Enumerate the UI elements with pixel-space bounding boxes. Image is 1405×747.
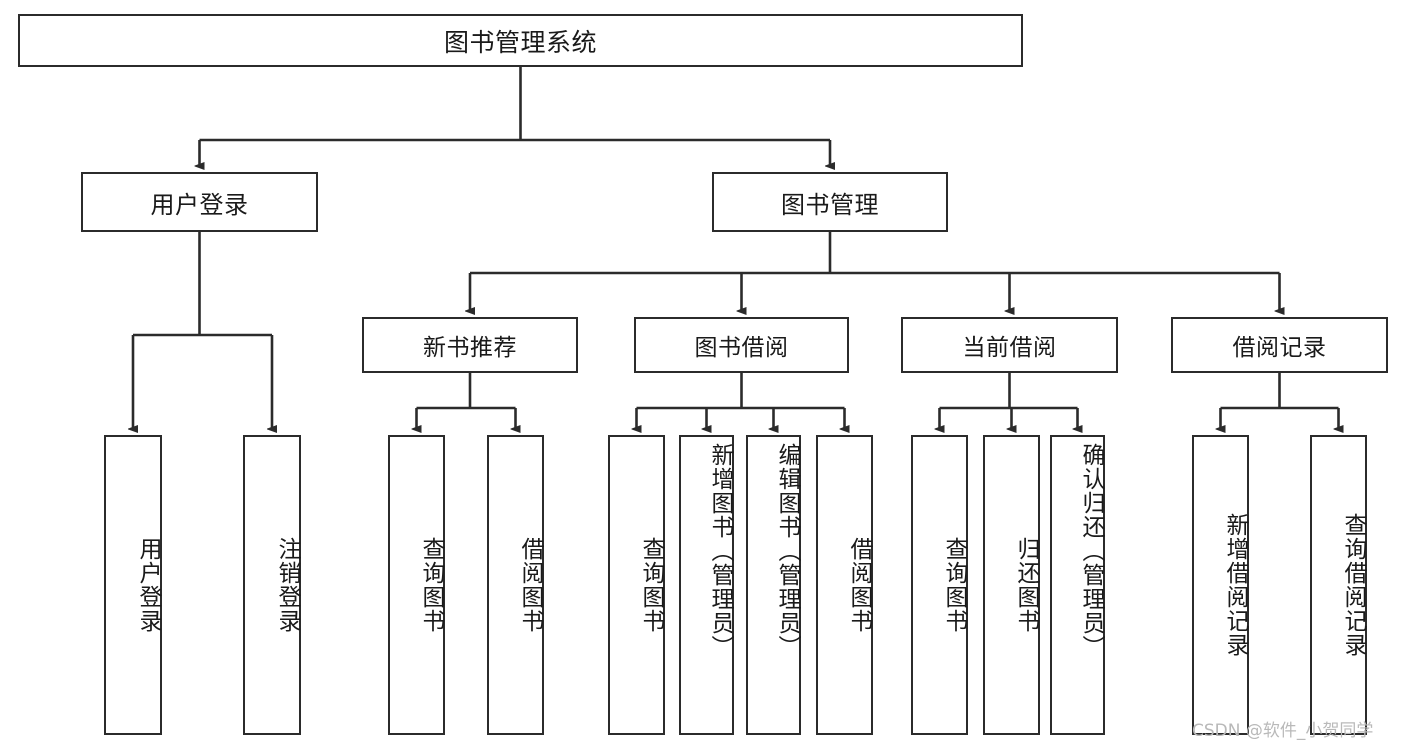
node-leaf-borrow-book-1[interactable]: 借阅图书 [487, 435, 544, 735]
node-root[interactable]: 图书管理系统 [18, 14, 1023, 67]
csdn-watermark: CSDN @软件_小贺同学 [1192, 721, 1374, 741]
node-leaf-query-book-3[interactable]: 查询图书 [911, 435, 968, 735]
node-leaf-query-book-1-label: 查询图书 [418, 537, 444, 633]
node-current-borrow-label: 当前借阅 [962, 335, 1057, 361]
node-leaf-query-book-3-label: 查询图书 [941, 537, 967, 633]
node-new-book-rec-label: 新书推荐 [423, 335, 517, 361]
node-leaf-add-book[interactable]: 新增图书（管理员） [679, 435, 734, 735]
node-book-borrow[interactable]: 图书借阅 [634, 317, 849, 373]
node-leaf-add-record-label: 新增借阅记录 [1222, 513, 1248, 657]
node-leaf-add-book-label: 新增图书（管理员） [707, 443, 733, 659]
node-book-manage[interactable]: 图书管理 [712, 172, 948, 232]
node-borrow-record-label: 借阅记录 [1232, 335, 1327, 361]
node-book-borrow-label: 图书借阅 [694, 335, 789, 361]
node-user-login-label: 用户登录 [150, 190, 249, 219]
node-leaf-confirm-return-label: 确认归还（管理员） [1078, 443, 1104, 659]
node-leaf-return-book-label: 归还图书 [1013, 537, 1039, 633]
node-leaf-edit-book-label: 编辑图书（管理员） [774, 443, 800, 659]
node-current-borrow[interactable]: 当前借阅 [901, 317, 1118, 373]
node-leaf-user-login[interactable]: 用户登录 [104, 435, 162, 735]
node-leaf-query-book-1[interactable]: 查询图书 [388, 435, 445, 735]
node-leaf-borrow-book-2[interactable]: 借阅图书 [816, 435, 873, 735]
node-leaf-user-logout[interactable]: 注销登录 [243, 435, 301, 735]
node-borrow-record[interactable]: 借阅记录 [1171, 317, 1388, 373]
node-leaf-borrow-book-2-label: 借阅图书 [846, 537, 872, 633]
node-leaf-add-record[interactable]: 新增借阅记录 [1192, 435, 1249, 735]
node-leaf-edit-book[interactable]: 编辑图书（管理员） [746, 435, 801, 735]
node-new-book-rec[interactable]: 新书推荐 [362, 317, 578, 373]
node-leaf-query-record[interactable]: 查询借阅记录 [1310, 435, 1367, 735]
node-leaf-user-login-label: 用户登录 [135, 537, 161, 633]
node-leaf-query-record-label: 查询借阅记录 [1340, 513, 1366, 657]
node-book-manage-label: 图书管理 [781, 190, 879, 219]
node-leaf-query-book-2-label: 查询图书 [638, 537, 664, 633]
node-leaf-query-book-2[interactable]: 查询图书 [608, 435, 665, 735]
node-leaf-return-book[interactable]: 归还图书 [983, 435, 1040, 735]
node-leaf-borrow-book-1-label: 借阅图书 [517, 537, 543, 633]
node-leaf-confirm-return[interactable]: 确认归还（管理员） [1050, 435, 1105, 735]
node-root-label: 图书管理系统 [443, 27, 597, 57]
node-leaf-user-logout-label: 注销登录 [274, 537, 300, 633]
node-user-login[interactable]: 用户登录 [81, 172, 318, 232]
